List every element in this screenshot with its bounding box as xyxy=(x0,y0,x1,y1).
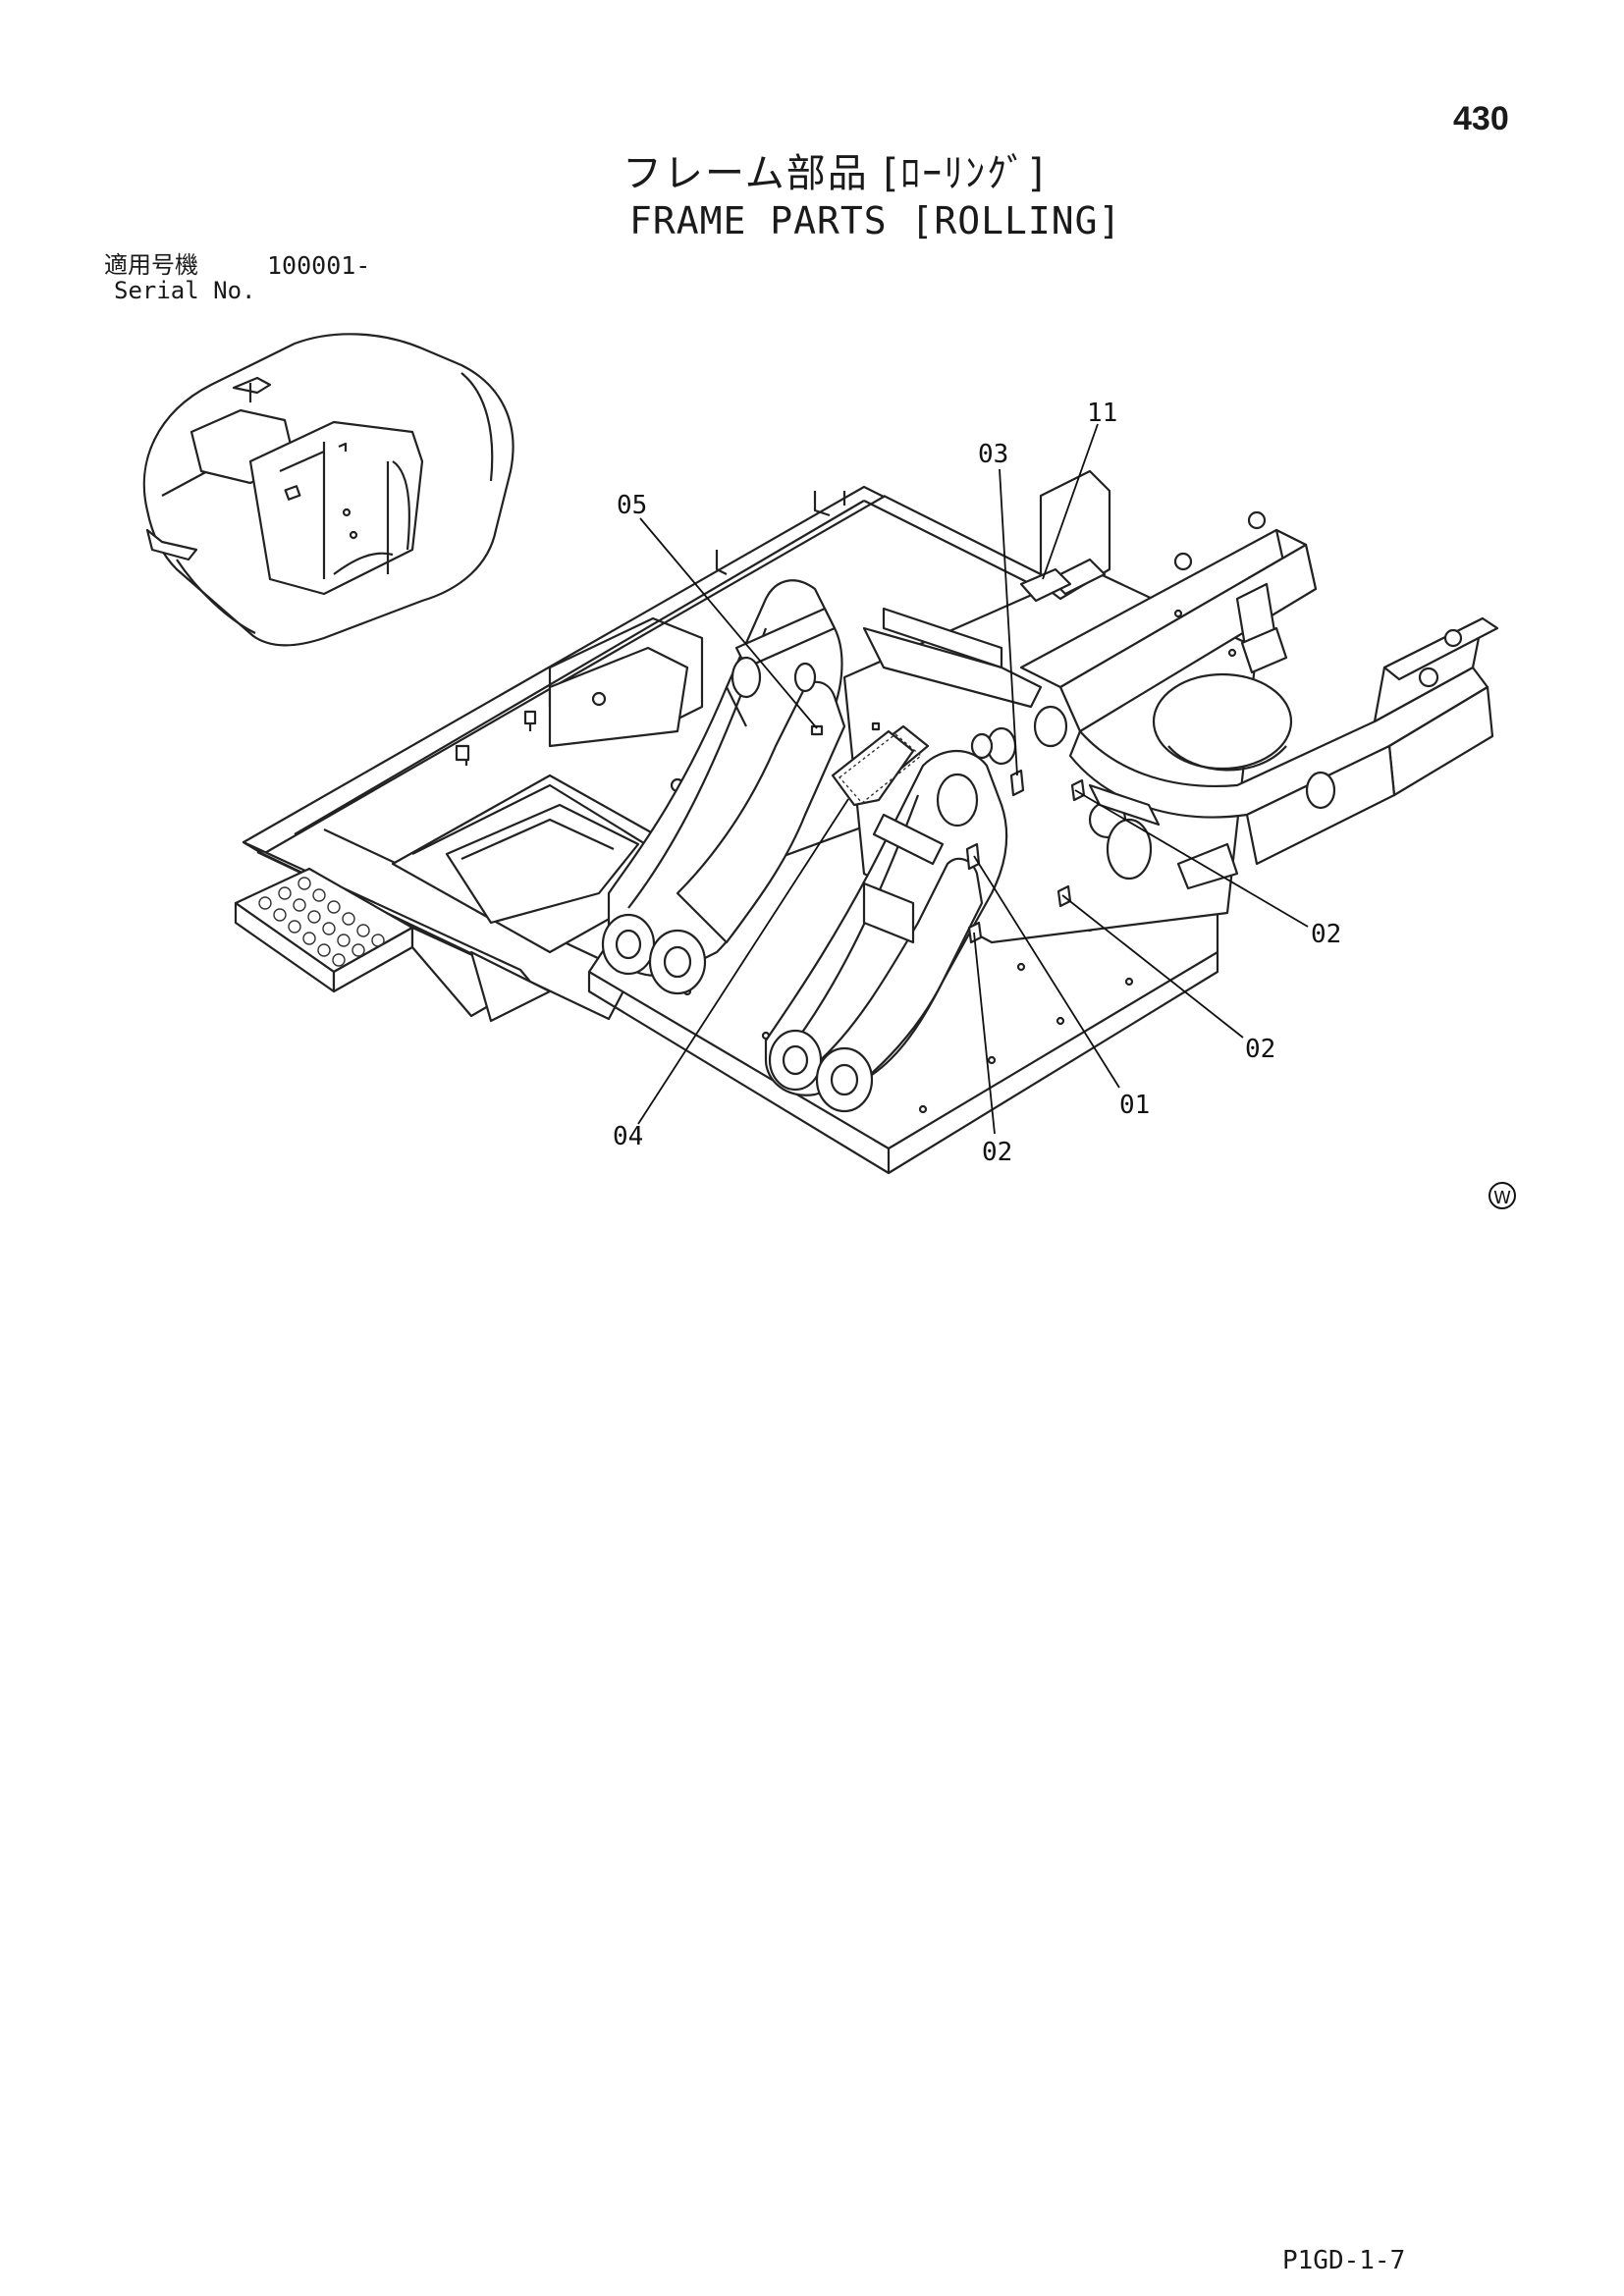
machine-location-thumbnail xyxy=(142,333,514,647)
serial-label-english: Serial No. xyxy=(114,277,256,304)
part-04-plate xyxy=(831,721,930,807)
rolling-parts xyxy=(810,567,1086,944)
callout-05: 05 xyxy=(617,491,647,520)
step-plate-holes xyxy=(258,877,385,967)
mark-letter: W xyxy=(1493,1188,1511,1208)
callout-02: 02 xyxy=(1311,920,1341,949)
page-title-japanese: フレーム部品 [ﾛｰﾘﾝｸﾞ] xyxy=(623,151,1046,196)
serial-number-range: 100001- xyxy=(267,251,371,280)
part-01-bracket xyxy=(965,842,981,871)
callout-02: 02 xyxy=(982,1138,1012,1167)
page-number: 430 xyxy=(1453,100,1509,137)
callout-11: 11 xyxy=(1087,399,1117,428)
callout-04: 04 xyxy=(613,1122,643,1151)
callout-02: 02 xyxy=(1245,1035,1275,1064)
serial-label-japanese: 適用号機 xyxy=(104,251,198,279)
callout-01: 01 xyxy=(1119,1091,1150,1120)
drawing-code: P1GD-1-7 xyxy=(1282,2246,1406,2275)
callout-labels: 11 03 05 02 02 02 01 04 xyxy=(613,399,1341,1167)
callout-leaders xyxy=(637,423,1309,1135)
circled-w-mark: W xyxy=(1489,1182,1516,1209)
part-02-clip xyxy=(967,921,983,944)
part-02-clip xyxy=(1070,778,1086,802)
page-title-english: FRAME PARTS [ROLLING] xyxy=(629,199,1122,242)
upper-revolving-frame xyxy=(234,469,1499,1175)
part-05-bracket xyxy=(810,724,824,736)
callout-03: 03 xyxy=(978,440,1008,469)
